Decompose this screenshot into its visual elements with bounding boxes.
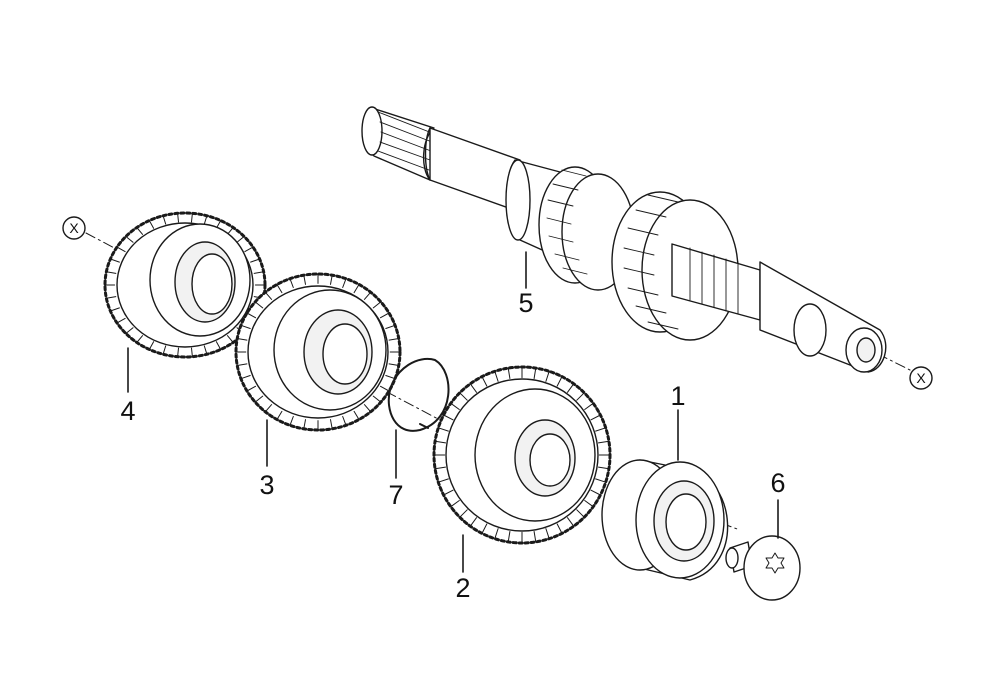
callout-label-6: 6 [770,468,785,498]
gear2-teeth [433,366,611,544]
callout-label-4: 4 [120,396,135,426]
helical-gear-large [432,365,612,545]
ball-bearing [601,459,729,581]
axis-marker-right: X [909,366,933,390]
leader-lines [127,251,779,573]
callout-label-3: 3 [259,470,274,500]
axis-marker-left-label: X [69,220,79,236]
callout-label-1: 1 [670,381,685,411]
callout-labels: 1 2 3 4 5 6 7 [120,288,785,603]
helical-gear-middle [234,272,402,432]
callout-label-7: 7 [388,480,403,510]
helical-gear-rear [103,211,267,359]
splined-gear-shaft [361,106,887,373]
callout-label-2: 2 [455,573,470,603]
callout-label-5: 5 [518,288,533,318]
axis-marker-left: X [62,216,86,240]
shaft-spline-lines [377,111,433,171]
snap-ring [387,357,450,432]
journal-spline-lines [689,247,739,315]
torx-screw [725,535,801,601]
axis-marker-right-label: X [916,370,926,386]
gear3-teeth [235,273,401,431]
